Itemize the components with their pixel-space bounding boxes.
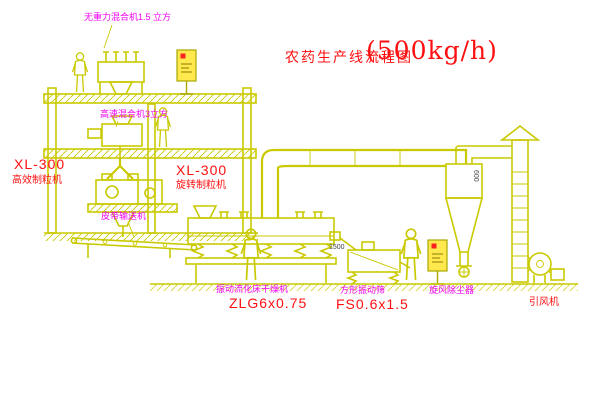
y-chute — [101, 158, 139, 181]
control-panel-1 — [176, 49, 197, 95]
label-high-speed-mixer: 高速混合机3立方 — [100, 109, 169, 119]
dimension-sieve-feed: 1500 — [329, 244, 345, 251]
granulator-machine — [95, 179, 163, 237]
label-top-mixer: 无重力混合机1.5 立方 — [84, 12, 172, 22]
label-cyclone-name: 旋风除尘器 — [429, 285, 475, 295]
cyclone-separator — [444, 145, 512, 278]
vibrating-sieve-machine — [329, 231, 411, 285]
ground-line — [150, 283, 578, 291]
control-panel-2 — [427, 239, 448, 285]
operator-figure-roof — [71, 52, 89, 93]
fluid-bed-dryer-machine — [185, 205, 337, 283]
label-sieve-name: 方形振动筛 — [340, 285, 386, 295]
page-title-capacity: (500kg/h) — [366, 36, 498, 65]
label-dryer-name: 振动流化床干燥机 — [216, 284, 289, 294]
label-granulator-mid-model: XL-300 — [176, 162, 228, 178]
building-frame — [43, 87, 258, 241]
page-title: 农药生产线流程图 — [285, 49, 413, 65]
induced-draft-fan-machine — [528, 252, 565, 283]
label-dryer-model: ZLG6x0.75 — [229, 295, 308, 311]
dimension-cyclone: 600 — [472, 170, 479, 182]
duct-network — [260, 148, 468, 218]
exhaust-stack — [499, 124, 541, 283]
label-belt-conveyor: 皮带输送机 — [101, 211, 147, 221]
label-granulator-left-model: XL-300 — [14, 156, 66, 172]
label-granulator-mid-name: 旋转制粒机 — [176, 180, 226, 191]
label-fan-name: 引风机 — [529, 297, 559, 308]
label-sieve-model: FS0.6x1.5 — [336, 296, 409, 312]
label-granulator-left-name: 高效制粒机 — [12, 175, 62, 186]
high-speed-mixer-machine — [87, 115, 143, 158]
belt-conveyor-machine — [70, 237, 198, 258]
operator-figure-sieve — [400, 228, 422, 281]
top-mixer-machine — [97, 51, 145, 95]
